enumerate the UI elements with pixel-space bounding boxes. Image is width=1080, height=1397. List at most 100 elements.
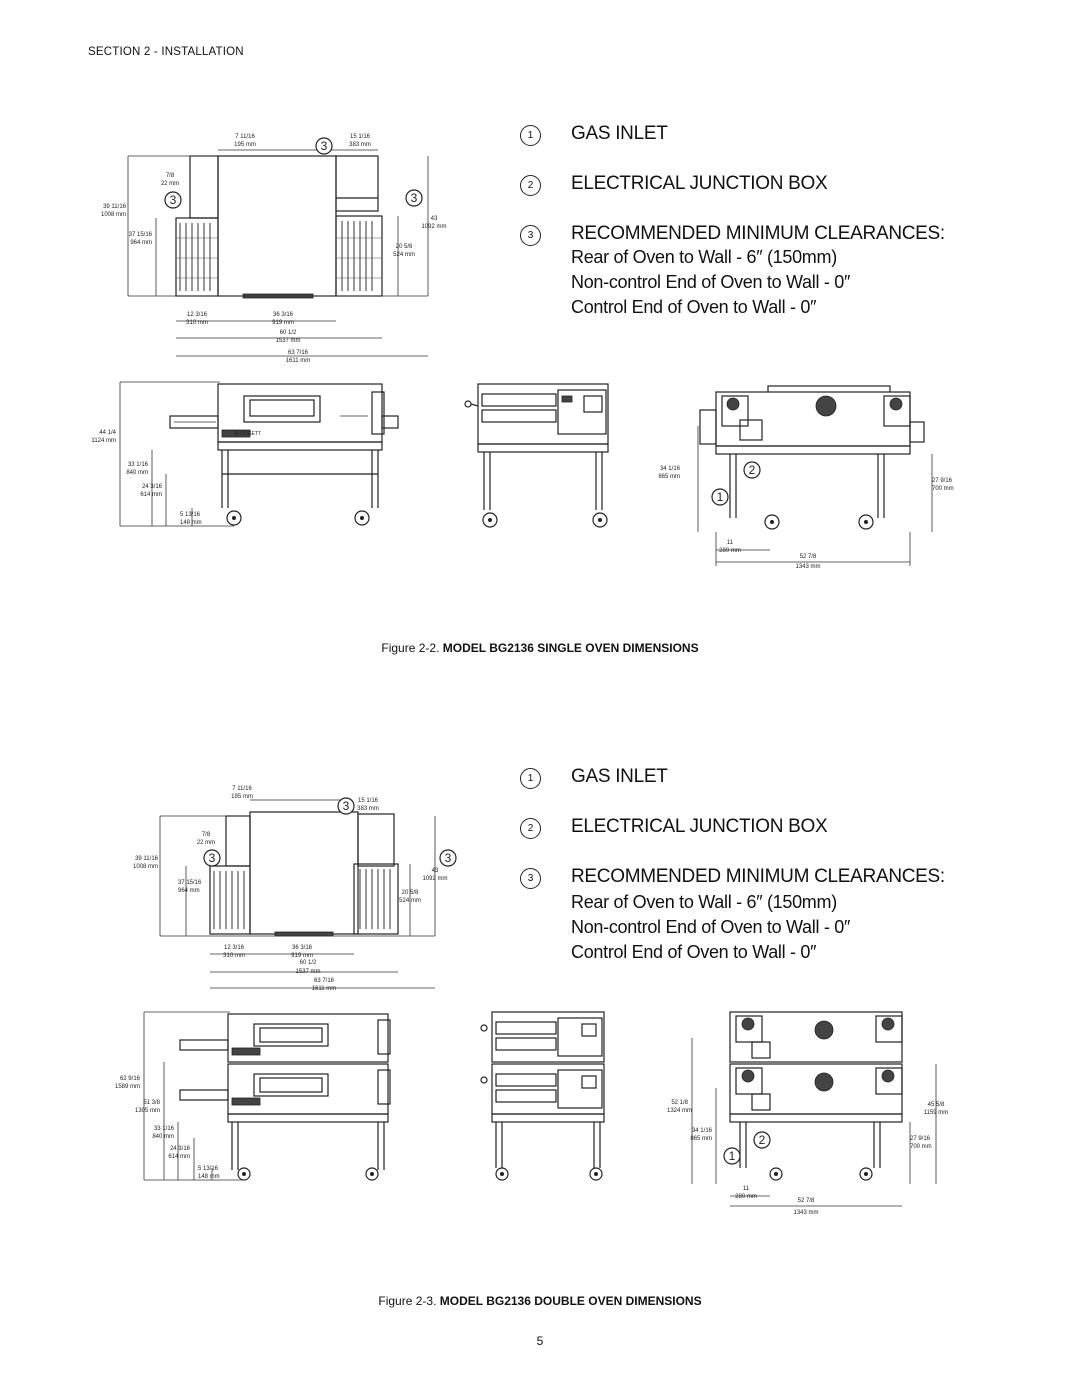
- dim-label: 964 mm: [130, 240, 152, 246]
- dim-label: 12 3/16: [224, 945, 245, 951]
- dim-label: 919 mm: [272, 320, 294, 326]
- dim-label: 52 7/8: [798, 1198, 815, 1204]
- svg-text:3: 3: [445, 851, 452, 865]
- dim-label: 964 mm: [178, 888, 200, 894]
- dim-label: 43: [432, 868, 439, 874]
- fig1-top-view: 3 3 3 7 11/16 195 mm 15 1/16 383 mm 7/8 …: [101, 134, 447, 364]
- dim-label: 310 mm: [223, 953, 245, 959]
- legend-junction-box: ELECTRICAL JUNCTION BOX: [571, 816, 828, 837]
- svg-text:3: 3: [209, 851, 216, 865]
- dim-label: 7 11/16: [235, 134, 255, 140]
- dim-label: 39 11/16: [103, 204, 127, 210]
- fig1-front-view: BLODGETT 44 1/4 1124 mm 33 1/16 840 mm 2…: [91, 381, 399, 527]
- dim-label: 52 7/8: [800, 554, 817, 560]
- svg-text:3: 3: [411, 191, 418, 205]
- fig1-side-view: [464, 383, 609, 528]
- dim-label: 1589 mm: [115, 1084, 140, 1090]
- clearance-noncontrol: Non-control End of Oven to Wall - 0″: [571, 917, 851, 937]
- dim-label: 383 mm: [349, 142, 371, 148]
- legend-number: 1: [520, 125, 541, 146]
- figure1-caption: Figure 2-2. MODEL BG2136 SINGLE OVEN DIM…: [381, 641, 699, 655]
- clearance-noncontrol: Non-control End of Oven to Wall - 0″: [571, 272, 851, 292]
- page-number: 5: [536, 1334, 544, 1348]
- dim-label: 865 mm: [690, 1136, 712, 1142]
- clearance-rear: Rear of Oven to Wall - 6″ (150mm): [571, 892, 837, 912]
- dim-label: 44 1/4: [99, 430, 116, 436]
- dim-label: 39 11/16: [135, 856, 159, 862]
- fig2-side-view: [480, 1011, 605, 1181]
- dim-label: 60 1/2: [280, 330, 297, 336]
- svg-text:1: 1: [729, 1149, 736, 1163]
- dim-label: 524 mm: [393, 252, 415, 258]
- dim-label: 1343 mm: [793, 1210, 818, 1216]
- dim-label: 22 mm: [197, 840, 215, 846]
- dim-label: 840 mm: [152, 1134, 174, 1140]
- dim-label: 63 7/16: [288, 350, 309, 356]
- legend-gas-inlet: GAS INLET: [571, 123, 668, 144]
- legend-clearances: RECOMMENDED MINIMUM CLEARANCES:: [571, 866, 945, 887]
- dim-label: 1611 mm: [312, 986, 337, 992]
- dim-label: 700 mm: [910, 1144, 932, 1150]
- dim-label: 195 mm: [234, 142, 256, 148]
- dim-label: 63 7/16: [314, 978, 335, 984]
- legend-junction-box: ELECTRICAL JUNCTION BOX: [571, 173, 828, 194]
- dim-label: 148 mm: [180, 520, 202, 526]
- svg-text:1: 1: [717, 490, 724, 504]
- dim-label: 1343 mm: [795, 564, 820, 570]
- dim-label: 614 mm: [168, 1154, 190, 1160]
- dim-label: 7 11/16: [232, 786, 252, 792]
- dim-label: 45 5/8: [928, 1102, 945, 1108]
- dim-label: 15 1/16: [358, 798, 379, 804]
- dim-label: 1305 mm: [135, 1108, 160, 1114]
- dim-label: 7/8: [166, 173, 175, 179]
- svg-text:3: 3: [343, 799, 350, 813]
- dim-label: 280 mm: [719, 548, 741, 554]
- dim-label: 36 3/16: [292, 945, 313, 951]
- legend-number: 3: [520, 868, 541, 889]
- dim-label: 1537 mm: [275, 338, 300, 344]
- dim-label: 11: [743, 1186, 750, 1192]
- dim-label: 524 mm: [399, 898, 421, 904]
- fig2-top-view: 3 3 3 7 11/16 195 mm 15 1/16 383 mm 7/8 …: [133, 786, 457, 992]
- legend-clearances: RECOMMENDED MINIMUM CLEARANCES:: [571, 223, 945, 244]
- dim-label: 1008 mm: [101, 212, 126, 218]
- dim-label: 1537 mm: [295, 969, 320, 975]
- fig2-rear-view: 2 1 52 1/8 1324 mm 45 5/8 1159 mm 34 1/1…: [667, 1011, 949, 1216]
- figure2-caption: Figure 2-3. MODEL BG2136 DOUBLE OVEN DIM…: [378, 1294, 702, 1308]
- dim-label: 1611 mm: [286, 358, 311, 364]
- fig2-front-view: 62 9/16 1589 mm 51 3/8 1305 mm 33 1/16 8…: [115, 1011, 391, 1181]
- dim-label: 1092 mm: [421, 224, 446, 230]
- dim-label: 20 5/8: [402, 890, 419, 896]
- svg-text:2: 2: [749, 463, 756, 477]
- dim-label: 310 mm: [186, 320, 208, 326]
- dim-label: 11: [727, 540, 734, 546]
- dim-label: 60 1/2: [300, 960, 317, 966]
- legend-number: 3: [520, 225, 541, 246]
- dim-label: 37 15/16: [178, 880, 202, 886]
- dim-label: 22 mm: [161, 181, 179, 187]
- dim-label: 280 mm: [735, 1194, 757, 1200]
- brand-label: BLODGETT: [234, 431, 261, 437]
- dim-label: 7/8: [202, 832, 211, 838]
- dim-label: 1008 mm: [133, 864, 158, 870]
- dim-label: 36 3/16: [273, 312, 294, 318]
- dim-label: 27 9/16: [932, 478, 953, 484]
- dim-label: 62 9/16: [120, 1076, 141, 1082]
- dim-label: 15 1/16: [350, 134, 371, 140]
- dim-label: 12 3/16: [187, 312, 208, 318]
- svg-text:3: 3: [321, 139, 328, 153]
- legend-number: 2: [520, 818, 541, 839]
- dim-label: 1124 mm: [91, 438, 116, 444]
- dim-label: 1159 mm: [924, 1110, 949, 1116]
- dim-label: 24 3/16: [142, 484, 163, 490]
- dim-label: 34 1/16: [692, 1128, 713, 1134]
- dim-label: 37 15/16: [129, 232, 153, 238]
- dim-label: 700 mm: [932, 486, 954, 492]
- dim-label: 34 1/16: [660, 466, 681, 472]
- dim-label: 5 13/16: [198, 1166, 219, 1172]
- dim-label: 24 3/16: [170, 1146, 191, 1152]
- dim-label: 195 mm: [231, 794, 253, 800]
- dim-label: 865 mm: [658, 474, 680, 480]
- dim-label: 33 1/16: [154, 1126, 175, 1132]
- dim-label: 614 mm: [140, 492, 162, 498]
